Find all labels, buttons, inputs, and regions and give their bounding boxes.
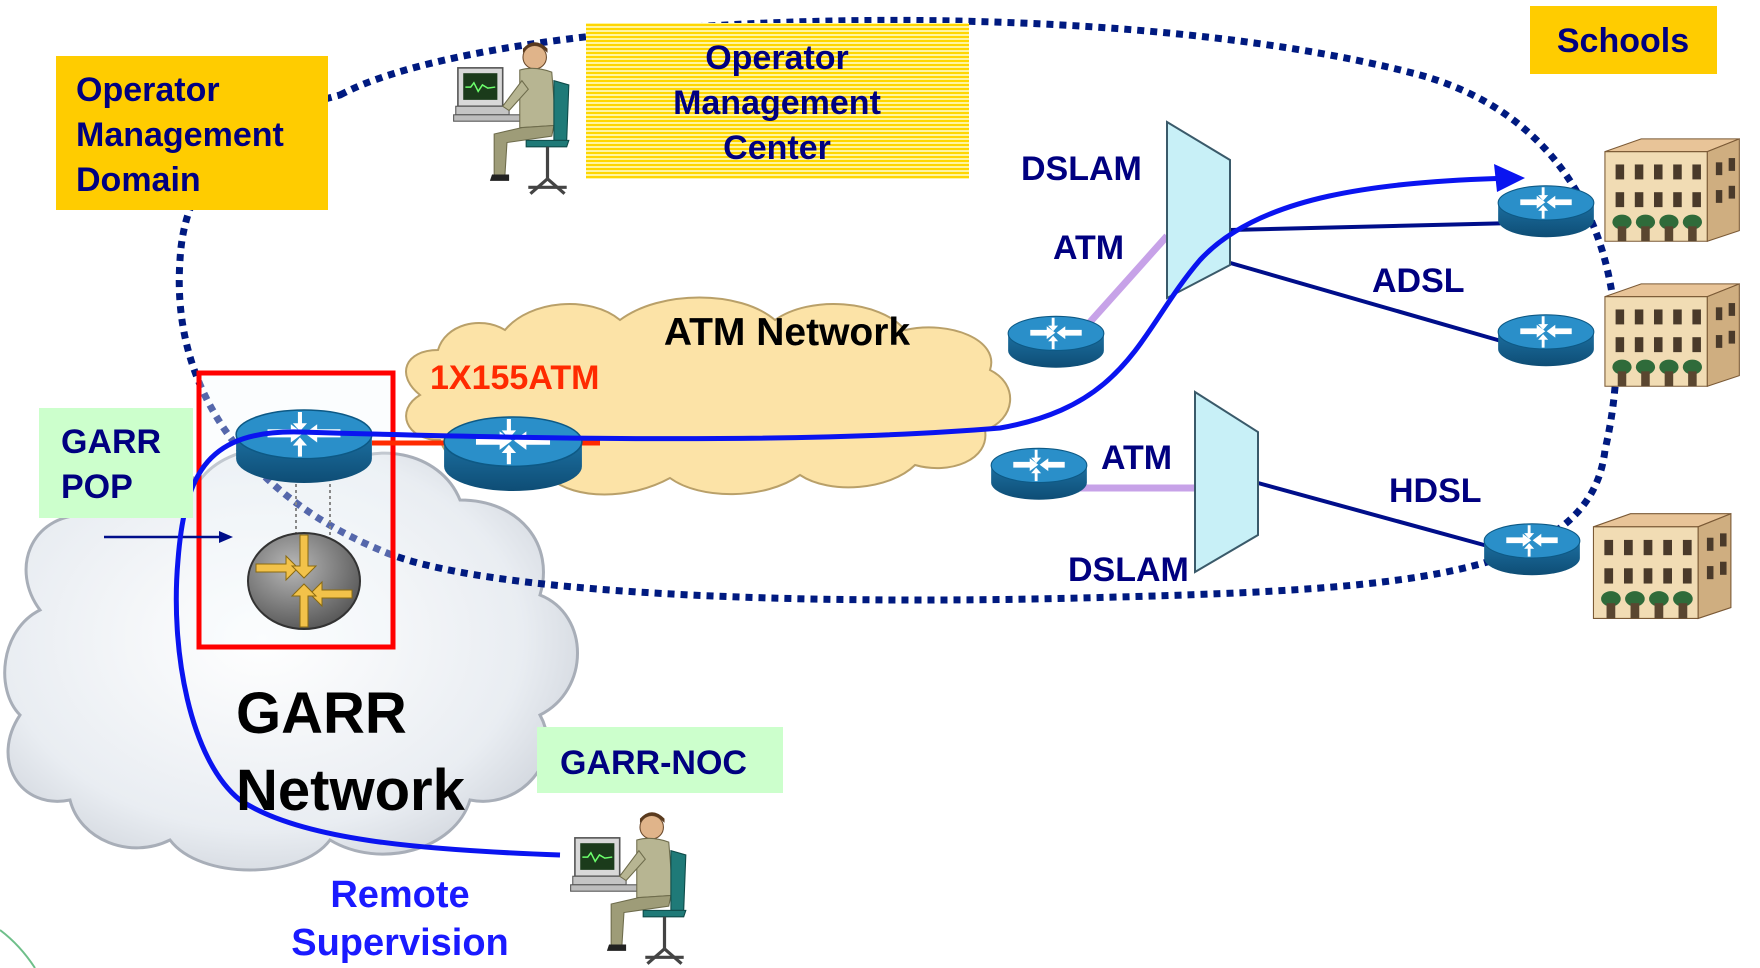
remote-supervision-label-2: Supervision — [291, 922, 509, 964]
garr-pop-label-1: GARR — [61, 423, 161, 461]
operator-center-label-2: Management — [673, 84, 881, 122]
garr-cloud — [3, 447, 579, 872]
remote-supervision-label-1: Remote — [330, 874, 469, 916]
operator-workstation-icon — [568, 810, 688, 966]
school-buildings — [1592, 138, 1740, 620]
atm-network-label: ATM Network — [664, 311, 911, 354]
adsl-label: ADSL — [1372, 262, 1465, 300]
pop-arrow-head — [219, 531, 233, 543]
dslam-bottom-label: DSLAM — [1068, 551, 1189, 589]
link-1x155atm-label: 1X155ATM — [430, 359, 599, 397]
garr-network-label-2: Network — [236, 758, 466, 823]
link-hdsl — [1257, 481, 1496, 550]
operator-workstation-icon — [451, 40, 571, 196]
link-adsl — [1219, 258, 1516, 347]
corner-decoration — [0, 929, 36, 968]
operator-center-label-3: Center — [723, 129, 831, 167]
router-icon — [1497, 314, 1595, 367]
operator-center-box — [586, 23, 969, 179]
garr-pop-label-2: POP — [61, 468, 133, 506]
router-icon — [235, 409, 373, 484]
link-dslam-school1 — [1229, 221, 1516, 232]
supervision-trace — [173, 175, 1511, 858]
schools-box — [1530, 6, 1717, 74]
operator-domain-label-3: Domain — [76, 161, 201, 199]
schools-label: Schools — [1557, 22, 1689, 60]
juniper-router-icon — [247, 532, 361, 630]
operator-domain-box — [56, 56, 328, 210]
atm-top-label: ATM — [1053, 229, 1124, 267]
router-icon — [443, 416, 583, 492]
dslam-icon — [1166, 120, 1259, 574]
dslam-top-label: DSLAM — [1021, 150, 1142, 188]
school-building-icon — [1604, 283, 1740, 387]
router-icon — [1007, 315, 1105, 369]
operator-domain-label-2: Management — [76, 116, 284, 154]
hdsl-label: HDSL — [1389, 472, 1482, 510]
router-icon — [1497, 185, 1595, 238]
garr-noc-box — [537, 727, 783, 793]
garr-pop-box — [39, 408, 193, 518]
atm-bottom-label: ATM — [1101, 439, 1172, 477]
supervision-arrow-head — [1494, 164, 1525, 192]
garr-network-label-1: GARR — [236, 681, 407, 746]
school-building-icon — [1592, 513, 1732, 620]
operator-domain-label-1: Operator — [76, 71, 220, 109]
garr-noc-label: GARR-NOC — [560, 744, 747, 782]
school-building-icon — [1604, 138, 1740, 242]
router-icon — [990, 447, 1088, 501]
router-icon — [1483, 523, 1581, 576]
operator-center-label-1: Operator — [705, 39, 849, 77]
